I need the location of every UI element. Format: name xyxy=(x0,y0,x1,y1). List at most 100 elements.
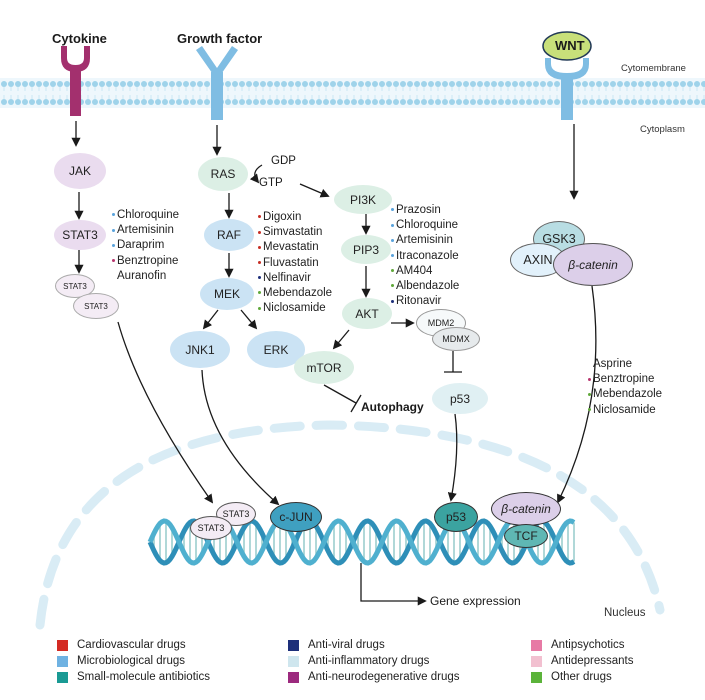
stat3-dimer-top: STAT3 xyxy=(55,274,95,298)
legend-item: Anti-viral drugs xyxy=(288,639,385,651)
legend-swatch xyxy=(288,639,299,651)
akt-node: AKT xyxy=(342,298,392,329)
legend-item: Other drugs xyxy=(531,671,612,683)
legend-label: Anti-viral drugs xyxy=(308,639,385,651)
drug-item: Fluvastatin xyxy=(258,256,332,271)
drug-name: Asprine xyxy=(593,358,632,370)
stat3-node: STAT3 xyxy=(54,220,106,250)
drug-item: Nelfinavir xyxy=(258,271,332,286)
drug-class-dot xyxy=(258,245,261,249)
drug-name: Benztropine xyxy=(117,254,179,267)
pip3-node: PIP3 xyxy=(341,235,391,264)
drug-item: Digoxin xyxy=(258,210,332,225)
drug-class-dot xyxy=(258,230,261,234)
drug-item: Chloroquine xyxy=(112,208,179,223)
drug-class-dot xyxy=(112,213,115,217)
legend-swatch xyxy=(531,639,542,651)
legend-item: Cardiovascular drugs xyxy=(57,639,186,651)
drug-name: AM404 xyxy=(396,264,433,277)
legend-item: Microbiological drugs xyxy=(57,655,185,667)
drug-class-dot xyxy=(258,215,261,219)
drug-item: Prazosin xyxy=(391,203,459,218)
drug-class-dot xyxy=(391,284,394,288)
drug-name: Niclosamide xyxy=(263,302,326,315)
drug-item: Auranofin xyxy=(112,269,179,284)
drug-class-dot xyxy=(112,274,115,278)
drug-class-dot xyxy=(588,392,591,396)
cytomembrane-label: Cytomembrane xyxy=(621,63,686,74)
legend-label: Antipsychotics xyxy=(551,639,625,651)
drug-item: Simvastatin xyxy=(258,225,332,240)
drug-class-dot xyxy=(391,254,394,258)
drug-class-dot xyxy=(588,377,591,381)
drug-class-dot xyxy=(588,408,591,412)
legend-label: Anti-inflammatory drugs xyxy=(308,655,430,667)
drug-item: Artemisinin xyxy=(391,233,459,248)
legend-item: Small-molecule antibiotics xyxy=(57,671,210,683)
legend-item: Anti-inflammatory drugs xyxy=(288,655,429,667)
legend-item: Anti-neurodegenerative drugs xyxy=(288,671,460,683)
drug-name: Nelfinavir xyxy=(263,271,311,284)
legend-swatch xyxy=(57,655,68,667)
drug-item: Mebendazole xyxy=(258,286,332,301)
drug-name: Albendazole xyxy=(396,280,460,293)
pi3k-node: PI3K xyxy=(334,185,392,214)
drug-name: Niclosamide xyxy=(593,403,656,416)
cytokine-receptor xyxy=(61,46,90,116)
legend-label: Anti-neurodegenerative drugs xyxy=(308,671,460,683)
tcf-node: TCF xyxy=(504,524,548,548)
wnt-receptor xyxy=(542,31,592,120)
drug-name: Daraprim xyxy=(117,239,165,252)
drug-item: Chloroquine xyxy=(391,218,459,233)
growth-factor-receptor xyxy=(196,46,238,120)
drug-name: Mevastatin xyxy=(263,241,319,254)
gene-expression-label: Gene expression xyxy=(430,594,521,608)
drug-item: Asprine xyxy=(588,357,662,372)
drug-item: Benztropine xyxy=(588,372,662,387)
drug-item: Ritonavir xyxy=(391,294,459,309)
inhibition-lines xyxy=(323,351,462,413)
drug-class-dot xyxy=(258,291,261,295)
legend-label: Cardiovascular drugs xyxy=(77,639,186,651)
drug-item: Albendazole xyxy=(391,279,459,294)
drug-class-dot xyxy=(391,269,394,273)
drug-item: Mebendazole xyxy=(588,387,662,402)
cytokine-label: Cytokine xyxy=(52,31,107,46)
raf-node: RAF xyxy=(204,219,254,251)
beta-catenin-node: β-catenin xyxy=(553,243,633,286)
drug-name: Auranofin xyxy=(117,269,167,282)
drug-item: Niclosamide xyxy=(588,403,662,418)
legend-label: Antidepressants xyxy=(551,655,634,667)
drug-class-dot xyxy=(258,261,261,265)
drug-class-dot xyxy=(258,276,261,280)
drug-name: Chloroquine xyxy=(396,219,459,232)
mek-node: MEK xyxy=(200,278,254,310)
jnk1-node: JNK1 xyxy=(170,331,230,368)
drug-item: Niclosamide xyxy=(258,301,332,316)
drug-item: Benztropine xyxy=(112,254,179,269)
legend-swatch xyxy=(57,639,68,651)
drug-class-dot xyxy=(112,243,115,247)
legend-label: Small-molecule antibiotics xyxy=(77,671,210,683)
drug-name: Digoxin xyxy=(263,211,302,223)
drug-name: Mebendazole xyxy=(593,388,663,401)
legend-label: Other drugs xyxy=(551,671,612,683)
nucleus-label: Nucleus xyxy=(604,607,646,619)
drug-item: Daraprim xyxy=(112,238,179,253)
legend-swatch xyxy=(288,671,299,683)
drug-name: Benztropine xyxy=(593,373,655,386)
drug-name: Itraconazole xyxy=(396,249,459,262)
drug-class-dot xyxy=(391,299,394,303)
gdp-label: GDP xyxy=(271,155,296,167)
legend-swatch xyxy=(531,655,542,667)
autophagy-label: Autophagy xyxy=(361,400,424,414)
legend-item: Antipsychotics xyxy=(531,639,625,651)
drug-name: Ritonavir xyxy=(396,295,442,308)
legend-label: Microbiological drugs xyxy=(77,655,186,667)
cjun-node: c-JUN xyxy=(270,502,322,532)
drug-name: Fluvastatin xyxy=(263,256,319,269)
legend-item: Antidepressants xyxy=(531,655,633,667)
